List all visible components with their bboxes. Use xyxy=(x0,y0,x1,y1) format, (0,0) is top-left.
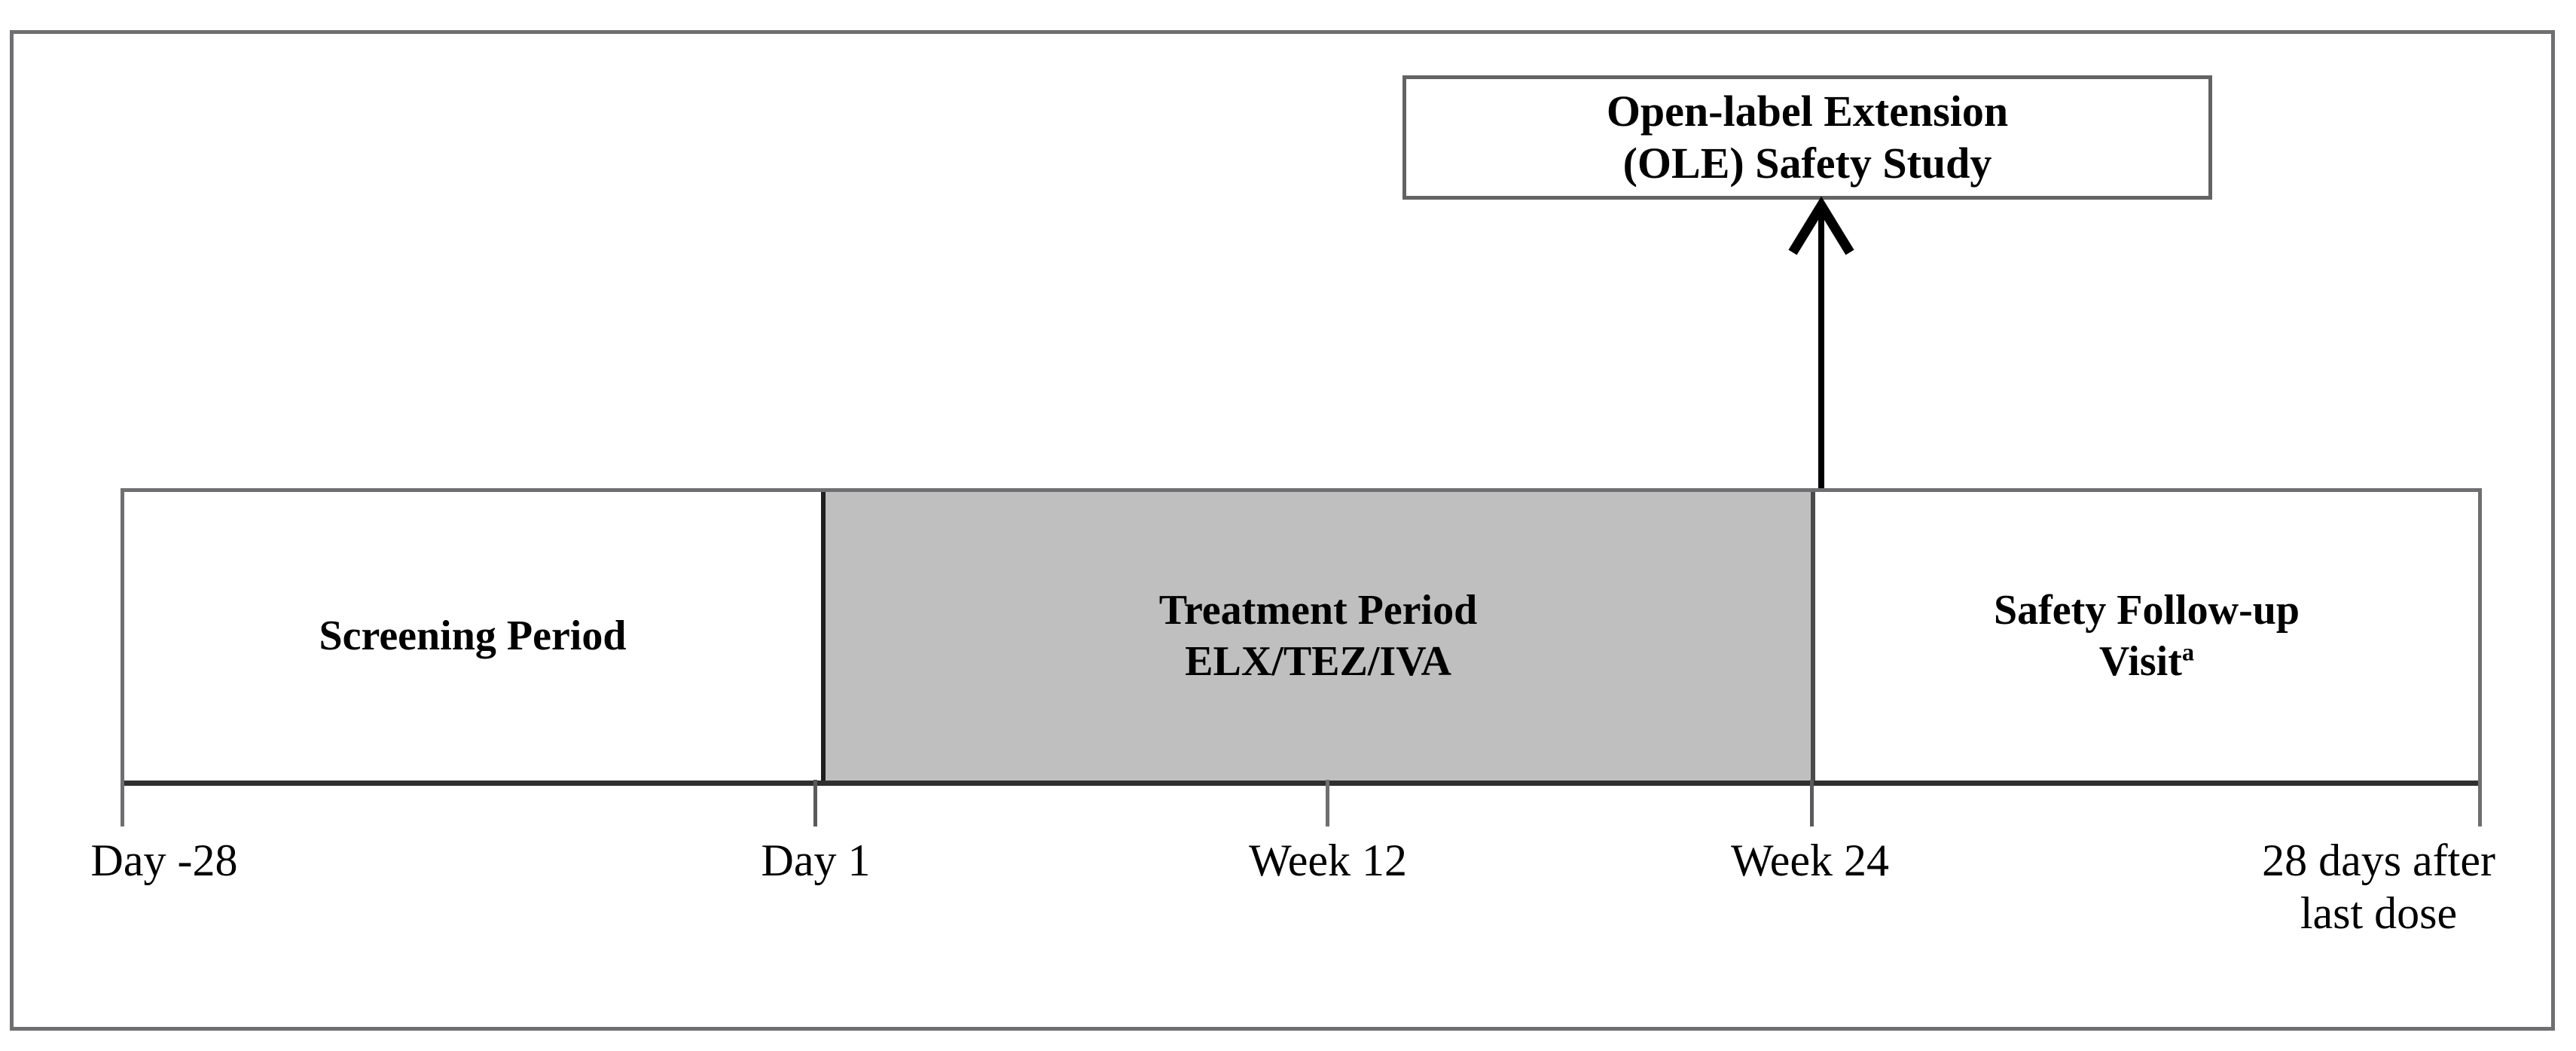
axis-label-week-12: Week 12 xyxy=(1248,836,1408,885)
axis-tick-day-1 xyxy=(813,780,817,826)
axis-tick-week-12 xyxy=(1326,780,1329,826)
study-timeline-bar: Screening Period Treatment Period ELX/TE… xyxy=(121,488,2482,786)
safety-followup-label: Safety Follow-up xyxy=(1994,587,2300,634)
open-label-extension-box: Open-label Extension (OLE) Safety Study xyxy=(1402,75,2212,200)
axis-tick-day-minus-28 xyxy=(121,780,124,826)
axis-label-day-1: Day 1 xyxy=(761,836,871,885)
axis-tick-week-24 xyxy=(1810,780,1814,826)
axis-label-last-dose-line-1: 28 days after xyxy=(2262,836,2495,885)
timeline-segment-screening: Screening Period xyxy=(124,492,821,781)
timeline-segment-treatment: Treatment Period ELX/TEZ/IVA xyxy=(821,492,1815,781)
treatment-drug-label: ELX/TEZ/IVA xyxy=(1185,637,1451,685)
axis-label-week-24: Week 24 xyxy=(1730,836,1890,885)
treatment-period-label: Treatment Period xyxy=(1158,587,1478,634)
safety-followup-footnote-marker: a xyxy=(2181,638,2195,666)
ole-box-line-1: Open-label Extension xyxy=(1606,87,2009,136)
ole-box-line-2: (OLE) Safety Study xyxy=(1622,138,1992,188)
ole-entry-arrow-icon xyxy=(1788,196,1854,498)
safety-followup-visit-label: Visita xyxy=(2099,637,2194,687)
axis-label-last-dose: 28 days after last dose xyxy=(2202,835,2556,939)
axis-label-last-dose-line-2: last dose xyxy=(2300,888,2458,938)
axis-tick-last-dose xyxy=(2478,780,2482,826)
diagram-canvas: Open-label Extension (OLE) Safety Study … xyxy=(14,34,2551,1027)
axis-label-day-minus-28: Day -28 xyxy=(90,836,238,885)
safety-followup-visit-text: Visit xyxy=(2098,637,2182,685)
study-design-diagram-frame: Open-label Extension (OLE) Safety Study … xyxy=(10,30,2555,1031)
timeline-segment-safety-followup: Safety Follow-up Visita xyxy=(1815,492,2478,781)
screening-period-label: Screening Period xyxy=(319,612,627,659)
